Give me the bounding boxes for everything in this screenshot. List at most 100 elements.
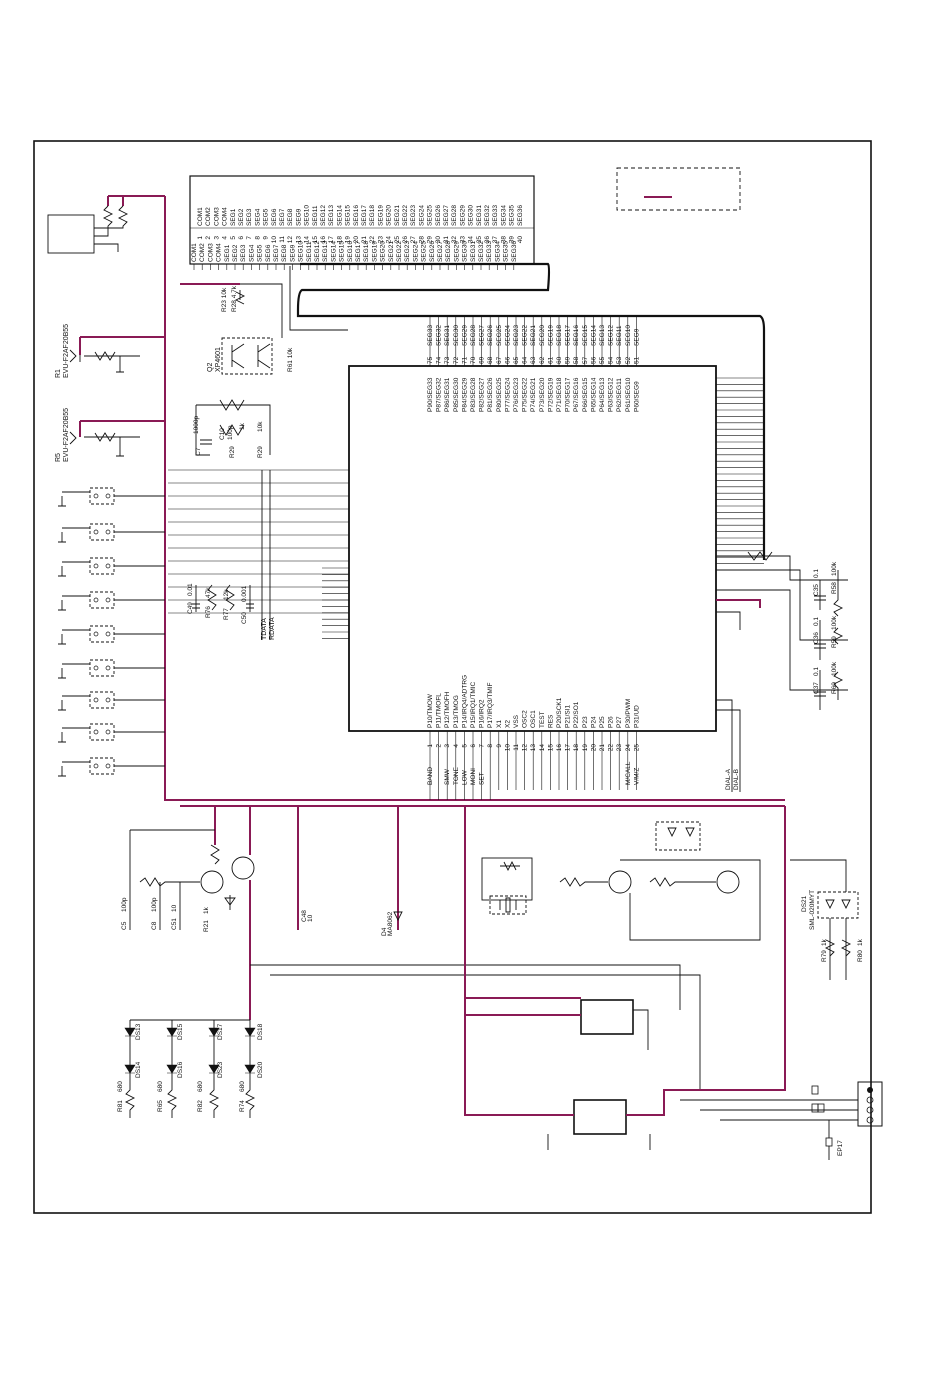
mcu-top-pin-number: 51 (633, 356, 640, 364)
mcu-top-pin-label: P87/SEG32 (436, 377, 443, 412)
label-c5: C5 (121, 921, 128, 930)
mcu-top-pin-label: P62/SEG11 (616, 378, 623, 412)
label-ds14: DS14 (135, 1061, 142, 1078)
label-r80-value: 1k (857, 938, 864, 946)
lcd-top-pin-label: COM3 (213, 207, 220, 226)
mcu-bottom-pin-number: 19 (582, 744, 589, 752)
label-tdata: TDATA (261, 618, 268, 640)
push-switch (89, 659, 115, 677)
lcd-pin-number: 23 (377, 236, 384, 244)
mcu-bottom-pin-label: OSC1 (530, 710, 537, 728)
mcu-top-pin-number: 66 (504, 356, 511, 364)
label-c10: C10 (219, 428, 226, 440)
lcd-top-pin-label: SEG20 (386, 205, 393, 226)
push-switch (89, 591, 115, 609)
mcu-top-pin-label: P67/SEG16 (573, 377, 580, 412)
mcu-top-pin-number: 60 (556, 356, 563, 364)
label-ds18: DS18 (257, 1023, 264, 1040)
lcd-pin-number: 10 (271, 236, 278, 244)
lcd-pin-number: 29 (427, 236, 434, 244)
mcu-bottom-net-label: TONE (453, 766, 460, 785)
output-connector (680, 1081, 883, 1160)
label-c37-value: 0.1 (813, 667, 820, 676)
lcd-top-pin-label: SEG22 (402, 205, 409, 226)
lcd-bus (289, 262, 766, 560)
mcu-top-pin-label: P60/SEG9 (633, 381, 640, 412)
push-switch (89, 723, 115, 741)
label-c36-value: 0.1 (813, 617, 820, 626)
lcd-top-pin-label: SEG14 (336, 205, 343, 226)
lcd-pin-number: 40 (517, 236, 524, 244)
mcu-bottom-pin-label: P26 (608, 716, 615, 728)
label-ep17: EP17 (837, 1140, 844, 1156)
lcd-top-pin-label: SEG12 (320, 205, 327, 226)
mcu-top-pin-number: 53 (616, 356, 623, 364)
label-rdata: RDATA (269, 617, 276, 640)
lcd-top-pin-label: COM2 (205, 207, 212, 226)
mcu-bottom-pin-label: P31/UD (633, 705, 640, 728)
lcd-pin-number: 13 (295, 236, 302, 244)
lcd-bottom-pin-label: SEG28 (445, 241, 452, 262)
label-c49: C49 (187, 602, 194, 614)
lcd-top-pin-label: SEG5 (263, 208, 270, 226)
mcu-top-pin-number: 59 (565, 356, 572, 364)
mcu-top-net-label: SEG28 (470, 325, 477, 346)
label-c50: C50 (241, 612, 248, 624)
key-switch-matrix (58, 487, 165, 777)
lcd-top-pin-label: SEG21 (394, 205, 401, 226)
lcd-top-pin-label: SEG19 (377, 205, 384, 226)
lcd-top-pin-label: SEG28 (451, 205, 458, 226)
mcu-bottom-pin-number: 11 (513, 744, 520, 751)
mcu-bottom-pin-number: 15 (547, 744, 554, 752)
lcd-bottom-pin-label: SEG29 (453, 241, 460, 262)
mcu-bottom-pin-label: P17/IRQ3/TMIF (487, 682, 494, 728)
lcd-pin-number: 15 (312, 236, 319, 244)
label-r77: R77 (223, 608, 230, 620)
lcd-pin-number: 38 (500, 236, 507, 244)
lcd-pin-number: 26 (402, 236, 409, 244)
lcd-bottom-pin-label: SEG31 (470, 241, 477, 262)
lcd-top-pin-label: SEG4 (254, 208, 261, 226)
sheet-border (33, 140, 872, 1214)
mcu-bottom-pin-label: P16/IRQ2 (479, 699, 486, 728)
mcu-bottom-net-label: MONI (470, 768, 477, 785)
mcu-top-pin-label: P61/SEG10 (625, 377, 632, 412)
mcu-top-pin-number: 65 (513, 356, 520, 364)
mcu-top-pin-number: 70 (470, 356, 477, 364)
mcu-top-pin-label: P71/SEG18 (556, 377, 563, 412)
mcu-top-pin-label: P74/SEG21 (530, 377, 537, 412)
mcu-bottom-pin-number: 10 (504, 744, 511, 752)
lcd-top-pin-label: SEG13 (328, 205, 335, 226)
mcu-top-net-label: SEG24 (504, 325, 511, 346)
label-c36: C36 (813, 632, 820, 644)
regulator-ic (464, 806, 786, 1150)
lcd-top-pin-label: SEG32 (484, 205, 491, 226)
label-r81: R81 (117, 1100, 124, 1112)
lcd-top-pin-label: SEG1 (230, 208, 237, 226)
lcd-bottom-pin-label: SEG32 (478, 241, 485, 262)
mcu-bottom-pin-label: P24 (590, 716, 597, 728)
mcu-bottom-pin-label: P11/TMOFL (436, 693, 443, 728)
mcu-bottom-pin-label: VSS (513, 714, 520, 728)
led-array (124, 1019, 256, 1118)
label-r1-part: EVU-F2AF20B55 (63, 324, 70, 378)
mcu-top-net-label: SEG16 (573, 325, 580, 346)
mcu-top-pin-label: P72/SEG19 (547, 377, 554, 412)
lcd-bottom-pin-label: SEG21 (388, 241, 395, 262)
mcu-top-net-label: SEG19 (547, 325, 554, 346)
lcd-top-pin-label: SEG11 (312, 205, 319, 226)
mcu-top-net-label: SEG10 (625, 325, 632, 346)
label-c37: C37 (813, 682, 820, 694)
label-r58: R58 (831, 582, 838, 594)
lcd-bottom-pin-label: SEG13 (322, 241, 329, 262)
label-r23: R23 10k (221, 287, 228, 312)
push-switch (89, 487, 115, 505)
lcd-top-pin-label: SEG15 (345, 205, 352, 226)
potentiometer-r1 (69, 336, 165, 373)
label-c8: C8 (151, 921, 158, 930)
label-r65: R65 (157, 1100, 164, 1112)
mcu-top-pin-label: P63/SEG12 (608, 377, 615, 412)
lcd-pin-number: 22 (369, 236, 376, 244)
mcu-top-pin-label: P66/SEG15 (582, 377, 589, 412)
mcu-bottom-pin-number: 4 (453, 744, 460, 748)
